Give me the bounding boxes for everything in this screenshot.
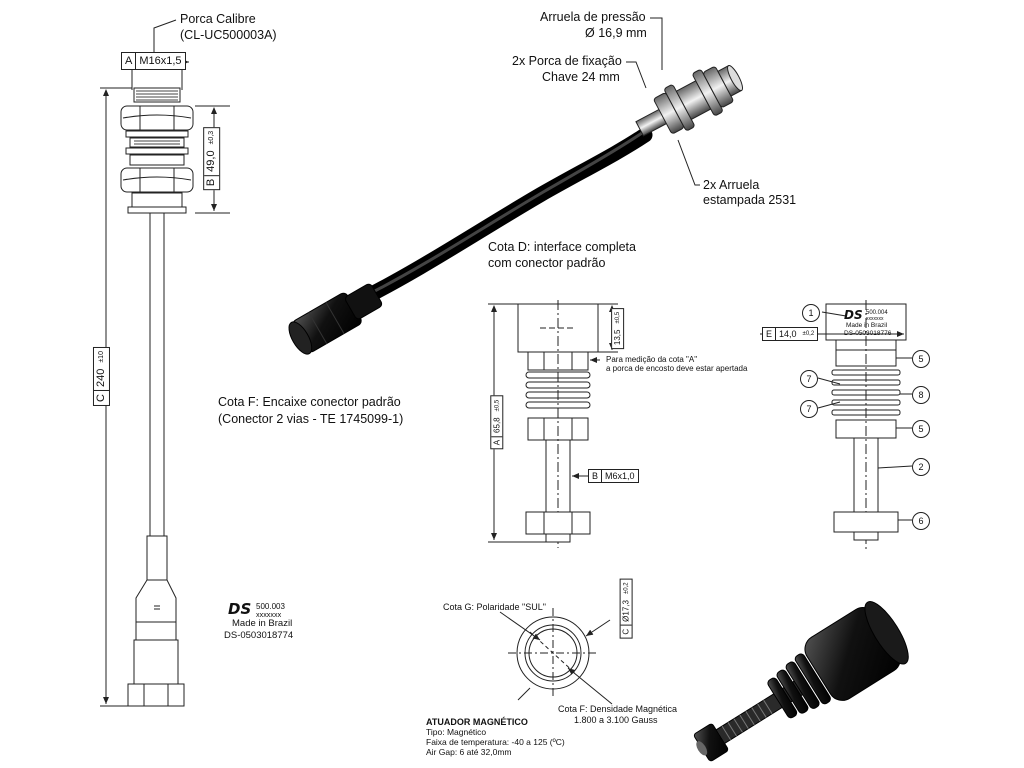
balloon-item-7-bottom: 7: [800, 400, 818, 418]
made-in-brazil-left: Made in Brazil: [232, 618, 293, 629]
cota-g-label: Cota G: Polaridade "SUL": [443, 602, 546, 612]
stamped-washer-label-line-1: 2x Arruela: [703, 178, 760, 192]
dimension-top-box: 13,5 ±0,5: [611, 307, 625, 350]
balloon-item-2: 2: [912, 458, 930, 476]
ds-logo-right: DS: [844, 308, 863, 322]
magnetic-actuator-render: [693, 601, 909, 762]
cota-d-label-line-1: Cota D: interface completa: [488, 240, 636, 254]
magnet-diagram: [499, 608, 613, 705]
dimension-b-box: B 49,0 ±0,3: [203, 126, 221, 191]
spec-temperature: Faixa de temperatura: -40 a 125 (ºC): [426, 737, 565, 747]
ds-logo-left: DS: [228, 600, 252, 618]
dimension-e-key: E: [763, 328, 777, 340]
dimension-a-mid-tolerance: ±0,5: [493, 399, 500, 412]
part-number-right: DS-0503018776: [844, 330, 892, 337]
dimension-a-mid-value: 65,8: [491, 417, 501, 433]
fixing-nut-label-line-1: 2x Porca de fixação: [512, 54, 622, 68]
dimension-b-value: 49,0: [205, 150, 218, 172]
spec-type: Tipo: Magnético: [426, 727, 487, 737]
balloon-item-7-top: 7: [800, 370, 818, 388]
isometric-sensor-render: [288, 17, 744, 355]
dimension-a-key: A: [122, 53, 137, 69]
nut-label-line-1: Porca Calibre: [180, 12, 256, 26]
dimension-c-magnet-value: Ø17,3: [621, 600, 631, 622]
stamped-washer-label-line-2: estampada 2531: [703, 193, 797, 207]
dimension-top-tolerance: ±0,5: [614, 311, 621, 324]
ds-sub-left: xxxxxxx: [256, 610, 282, 619]
spec-air-gap: Air Gap: 6 até 32,0mm: [426, 747, 512, 757]
balloon-item-8: 8: [912, 386, 930, 404]
cota-f-connector-label-line-2: (Conector 2 vias - TE 1745099-1): [218, 412, 404, 426]
dimension-c-magnet-tolerance: ±0,2: [623, 582, 630, 595]
ds-sub-right: xxxxxxx: [866, 316, 884, 322]
cota-f-magnet-label-line-2: 1.800 a 3.100 Gauss: [574, 715, 658, 725]
dimension-top-value: 13,5: [612, 329, 622, 346]
dimension-c-key: C: [93, 390, 109, 405]
cota-f-magnet-label-line-1: Cota F: Densidade Magnética: [558, 704, 678, 714]
right-sensor-drawing: [760, 300, 913, 552]
dimension-e-tolerance: ±0,2: [802, 331, 815, 337]
cota-f-connector-label-line-1: Cota F: Encaixe conector padrão: [218, 395, 401, 409]
dimension-c-box: C 240 ±10: [92, 347, 110, 406]
dimension-e-box: E 14,0 ±0,2: [762, 327, 819, 341]
dimension-a-value: M16x1,5: [139, 54, 182, 67]
balloon-item-5-bottom: 5: [912, 420, 930, 438]
fixing-nut-label-line-2: Chave 24 mm: [542, 70, 620, 84]
measurement-note-line-1: Para medição da cota "A": [606, 355, 698, 364]
washer-label-line-1: Arruela de pressão: [540, 10, 646, 24]
middle-sensor-drawing: [488, 300, 618, 548]
made-in-brazil-right: Made in Brazil: [846, 322, 888, 329]
spec-title: ATUADOR MAGNÉTICO: [426, 717, 528, 727]
dimension-a-mid-key: A: [491, 435, 503, 449]
dimension-e-value: 14,0: [779, 328, 797, 339]
dimension-b-mid-key: B: [589, 470, 603, 482]
dimension-a-mid-box: A 65,8 ±0,5: [490, 395, 504, 450]
measurement-note-line-2: a porca de encosto deve estar apertada: [606, 364, 748, 373]
dimension-b-mid-value: M6x1,0: [605, 470, 635, 481]
dimension-b-tolerance: ±0,3: [208, 130, 216, 145]
balloon-item-6: 6: [912, 512, 930, 530]
balloon-item-1: 1: [802, 304, 820, 322]
dimension-c-magnet-key: C: [620, 624, 632, 638]
dimension-c-magnet-box: C Ø17,3 ±0,2: [619, 578, 633, 639]
ds-code-right: 500.004: [866, 310, 888, 316]
left-sensor-drawing: [100, 19, 230, 707]
nut-label-line-2: (CL-UC500003A): [180, 28, 277, 42]
ds-code-left: 500.003: [256, 602, 285, 611]
dimension-b-key: B: [204, 174, 220, 190]
washer-label-line-2: Ø 16,9 mm: [585, 26, 647, 40]
cota-d-label-line-2: com conector padrão: [488, 256, 606, 270]
part-number-left: DS-0503018774: [224, 630, 294, 641]
dimension-c-value: 240: [94, 368, 107, 388]
dimension-b-mid-box: B M6x1,0: [588, 469, 639, 483]
dimension-a-box: A M16x1,5: [121, 52, 186, 70]
dimension-c-tolerance: ±10: [97, 351, 105, 363]
balloon-item-5-top: 5: [912, 350, 930, 368]
